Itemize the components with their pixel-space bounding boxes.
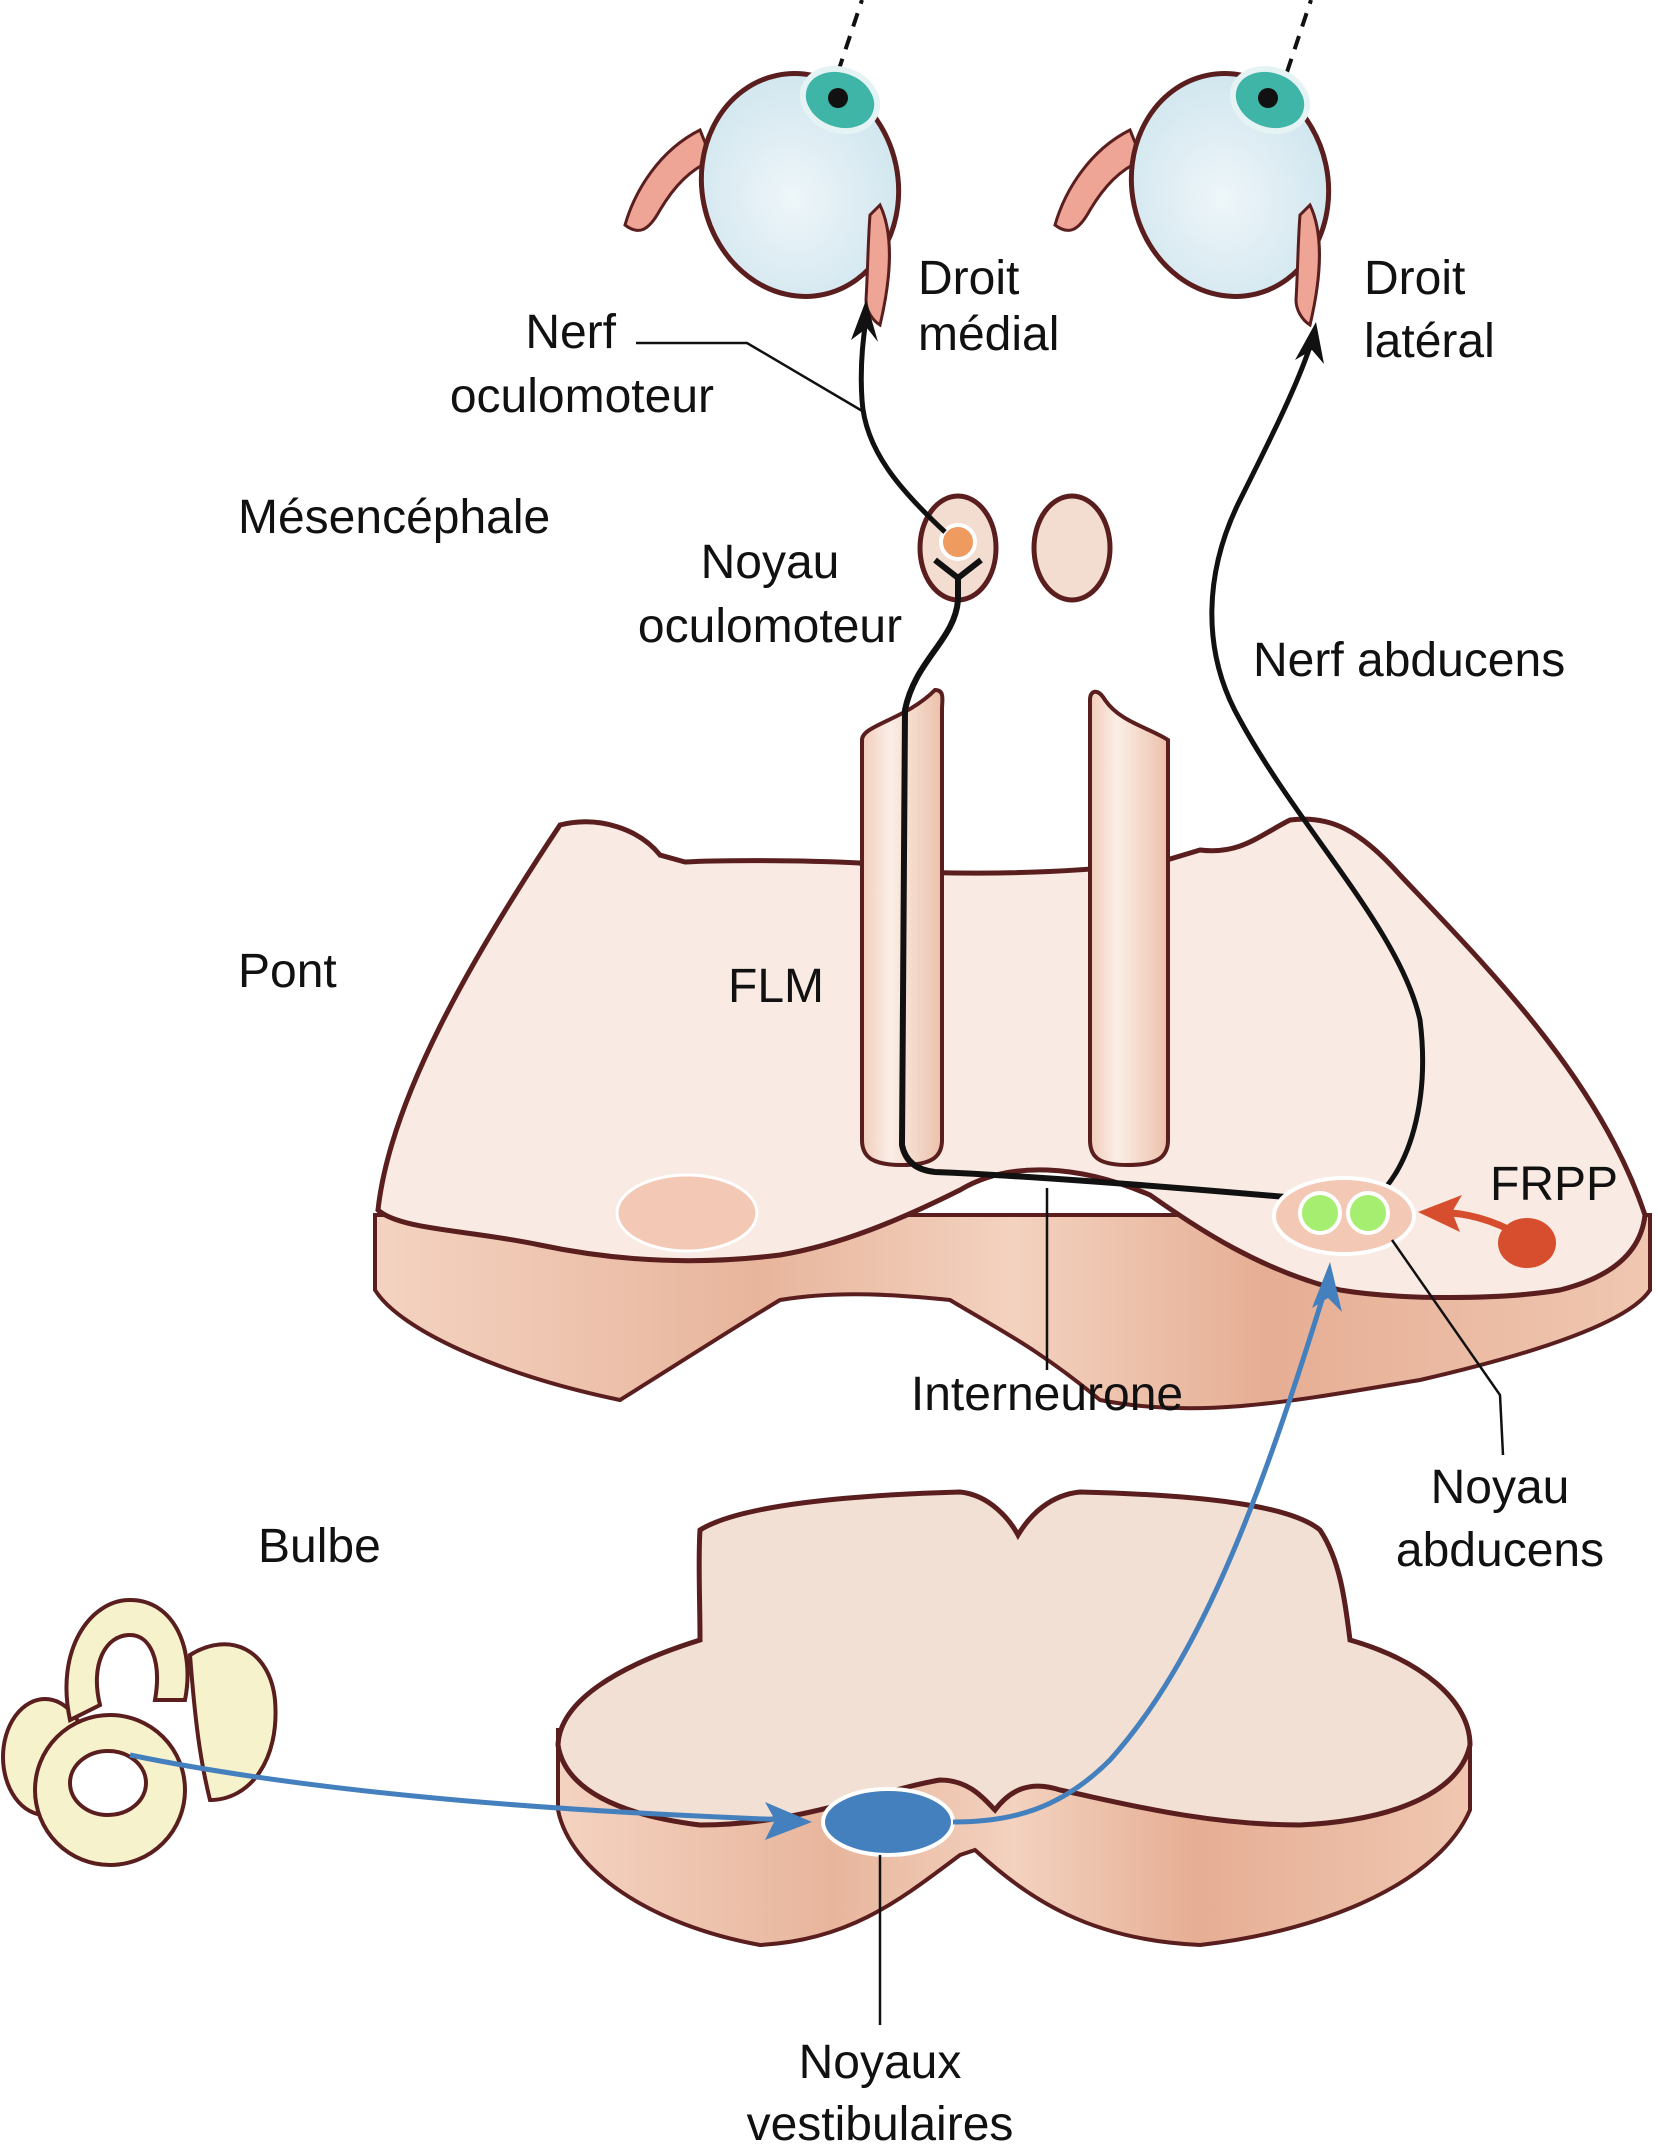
- labyrinth-lateral-canal-lumen: [68, 1749, 148, 1817]
- midbrain-label: Mésencéphale: [238, 491, 550, 544]
- vestibular-efferent-path: [952, 1289, 1328, 1825]
- vestibular-afferent-path: [129, 1752, 791, 1823]
- left-medial-rectus-muscle: [864, 202, 891, 328]
- oculomotor-neuron: [939, 523, 977, 561]
- medulla-top: [555, 1489, 1473, 1828]
- pons: [373, 816, 1652, 1411]
- lateral-rectus-label-line1: Droit: [1364, 252, 1465, 305]
- vestibular-nuclei-oval: [821, 1787, 955, 1857]
- medulla: [555, 1489, 1473, 1948]
- abducens-nerve-path: [1209, 339, 1426, 1202]
- medial-rectus-label-line1: Droit: [918, 252, 1019, 305]
- pons-label: Pont: [238, 945, 337, 998]
- abducens-interneuron-cell: [1298, 1191, 1342, 1235]
- right-lateral-rectus-muscle: [1294, 202, 1321, 328]
- mlf-columns: [860, 687, 1170, 1168]
- labyrinth: [1, 1597, 278, 1867]
- right-eye-upper-muscle: [1053, 127, 1144, 232]
- oculomotor-nucleus-right: [1031, 493, 1113, 603]
- oculomotor-nucleus-label-line1: Noyau: [701, 536, 840, 589]
- vestibular-nuclei-label-line2: vestibulaires: [747, 2098, 1014, 2147]
- abducens-nucleus-leader: [1390, 1239, 1505, 1456]
- vestibular-afferent-arrowhead: [765, 1802, 812, 1840]
- left-eye-gaze-line: [836, 0, 864, 73]
- left-eye: [623, 65, 902, 328]
- vestibular-nuclei-label-line1: Noyaux: [799, 2036, 962, 2089]
- pprf-dot: [1498, 1218, 1556, 1268]
- oculomotor-nerve-label-line2: oculomoteur: [450, 370, 714, 423]
- abducens-nucleus-label-line1: Noyau: [1431, 1461, 1570, 1514]
- oculomotor-nerve-label-line1: Nerf: [525, 306, 616, 359]
- abducens-nerve-label: Nerf abducens: [1253, 634, 1565, 687]
- medial-rectus-label-line2: médial: [918, 308, 1059, 361]
- oculomotor-nerve-leader: [636, 341, 865, 414]
- pprf-arrowhead: [1418, 1195, 1462, 1232]
- abducens-nucleus-label-line2: abducens: [1396, 1524, 1604, 1577]
- mlf-right-column: [1088, 689, 1170, 1168]
- oculomotor-synapse: [933, 557, 983, 600]
- lateral-rectus-label-line2: latéral: [1364, 315, 1495, 368]
- pprf-label: FRPP: [1490, 1158, 1618, 1211]
- oculomotor-nerve-arrowhead: [851, 300, 878, 342]
- oculomotor-nucleus-label-line2: oculomoteur: [638, 600, 902, 653]
- mlf-label: FLM: [728, 960, 824, 1013]
- right-eye: [1053, 65, 1332, 328]
- right-pupil: [1258, 88, 1278, 108]
- abducens-nerve-arrowhead: [1295, 322, 1324, 364]
- labyrinth-superior-canal: [64, 1597, 190, 1723]
- medulla-label: Bulbe: [258, 1520, 381, 1573]
- interneuron-label: Interneurone: [911, 1368, 1183, 1421]
- left-eye-upper-muscle: [623, 127, 714, 232]
- interneuron-path: [898, 599, 1321, 1203]
- abducens-motor-neuron: [1346, 1191, 1390, 1235]
- vestibular-efferent-arrowhead: [1312, 1262, 1342, 1312]
- pons-left-nucleus: [615, 1173, 759, 1253]
- right-eye-gaze-line: [1285, 0, 1313, 73]
- left-pupil: [828, 88, 848, 108]
